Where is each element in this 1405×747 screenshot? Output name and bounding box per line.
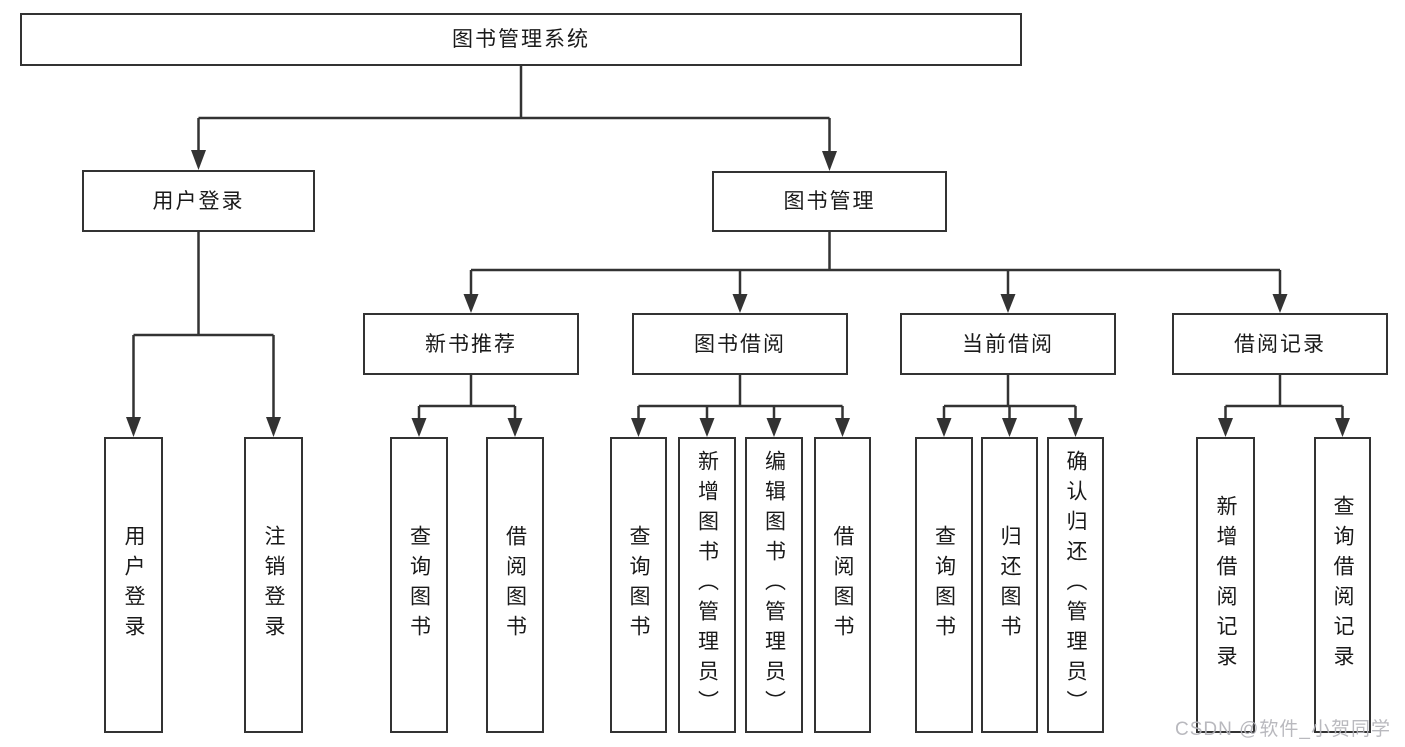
leaf-borrow-books-recommend: 借阅图书 (486, 437, 544, 733)
leaf-label: 查询图书 (627, 525, 650, 645)
leaf-query-books-borrow: 查询图书 (610, 437, 667, 733)
leaf-return-books: 归还图书 (981, 437, 1038, 733)
leaf-add-borrow-record: 新增借阅记录 (1196, 437, 1255, 733)
leaf-label: 查询图书 (407, 525, 431, 645)
leaf-query-books-current: 查询图书 (915, 437, 973, 733)
node-borrowing-records: 借阅记录 (1172, 313, 1388, 375)
csdn-watermark: CSDN @软件_小贺同学 (1175, 719, 1391, 740)
leaf-label: 借阅图书 (503, 525, 527, 645)
leaf-confirm-return-admin: 确认归还（管理员） (1047, 437, 1104, 733)
leaf-user-login: 用户登录 (104, 437, 163, 733)
leaf-logout: 注销登录 (244, 437, 303, 733)
node-new-book-recommend: 新书推荐 (363, 313, 579, 375)
node-current-borrowing: 当前借阅 (900, 313, 1116, 375)
leaf-label: 编辑图书（管理员） (762, 450, 786, 720)
leaf-label: 用户登录 (122, 525, 145, 645)
leaf-label: 归还图书 (998, 525, 1021, 645)
node-book-borrowing: 图书借阅 (632, 313, 848, 375)
leaf-label: 确认归还（管理员） (1064, 450, 1087, 720)
leaf-query-borrow-record: 查询借阅记录 (1314, 437, 1371, 733)
node-root-system: 图书管理系统 (20, 13, 1022, 66)
node-user-login: 用户登录 (82, 170, 315, 232)
arrowhead-icons (126, 150, 1350, 437)
leaf-query-books-recommend: 查询图书 (390, 437, 448, 733)
leaf-borrow-books: 借阅图书 (814, 437, 871, 733)
leaf-label: 借阅图书 (831, 525, 854, 645)
leaf-label: 注销登录 (262, 525, 285, 645)
leaf-label: 查询图书 (932, 525, 956, 645)
leaf-label: 查询借阅记录 (1331, 495, 1354, 675)
leaf-edit-books-admin: 编辑图书（管理员） (745, 437, 803, 733)
leaf-label: 新增图书（管理员） (695, 450, 719, 720)
leaf-label: 新增借阅记录 (1214, 495, 1237, 675)
node-book-management: 图书管理 (712, 171, 947, 232)
leaf-add-books-admin: 新增图书（管理员） (678, 437, 736, 733)
